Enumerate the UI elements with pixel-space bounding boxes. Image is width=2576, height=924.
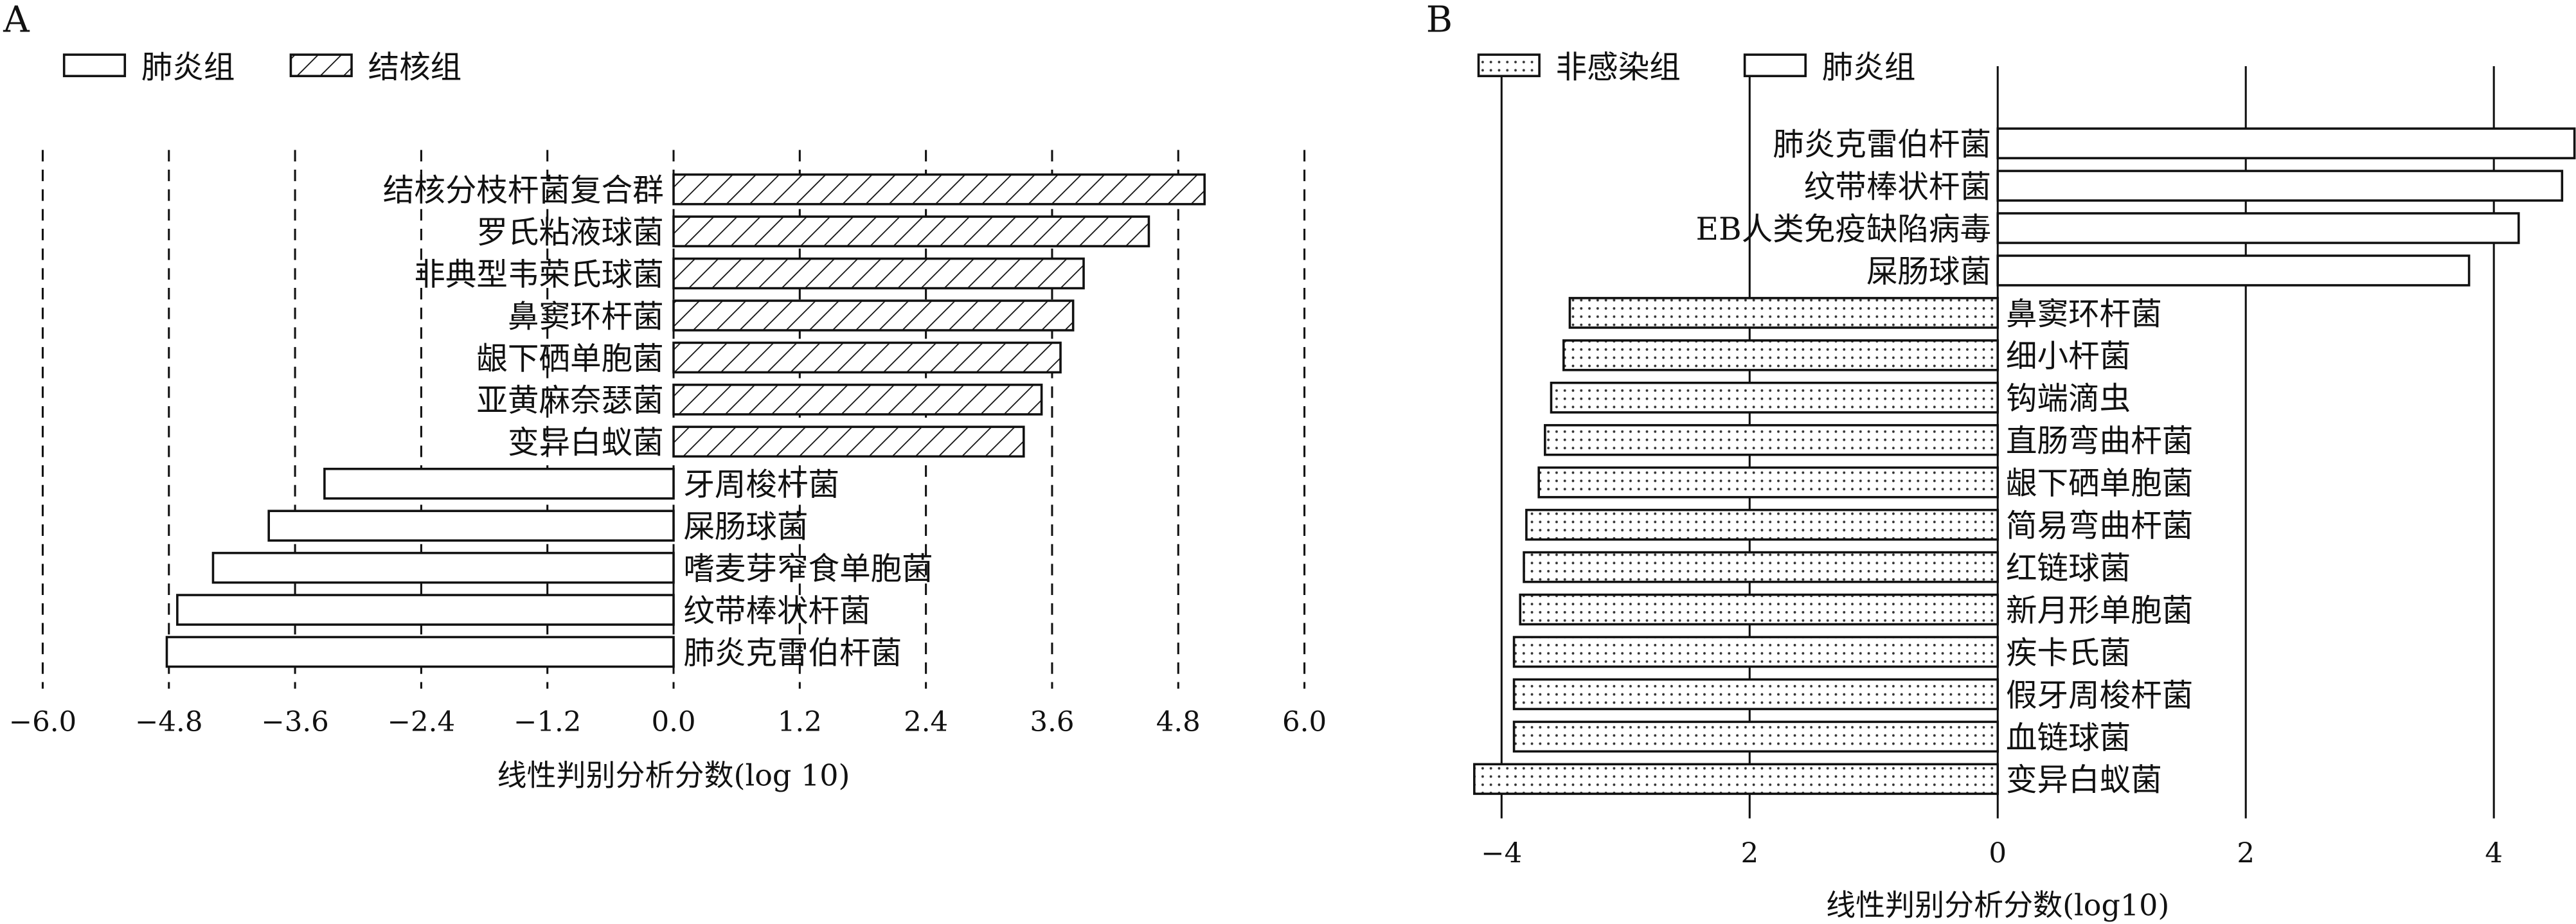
panel-a-legend: 肺炎组 结核组 bbox=[62, 49, 462, 85]
panel-a-category-label: 鼻窦环杆菌 bbox=[508, 299, 664, 335]
panel-b-category-label: 肺炎克雷伯杆菌 bbox=[1773, 127, 1991, 163]
panel-b-category-label: 假牙周梭杆菌 bbox=[2006, 677, 2193, 713]
panel-b-category-label: EB人类免疫缺陷病毒 bbox=[1696, 211, 1992, 247]
panel-b-x-axis-label: 线性判别分析分数(log10) bbox=[1826, 887, 2169, 922]
panel-b-category-label: 龈下硒单胞菌 bbox=[2006, 466, 2193, 502]
panel-a-category-label: 屎肠球菌 bbox=[683, 509, 808, 545]
panel-b-category-label: 简易弯曲杆菌 bbox=[2006, 508, 2193, 544]
legend-swatch-noninfected bbox=[1477, 53, 1541, 78]
panel-b-bar bbox=[1525, 508, 1999, 541]
panel-b-bar bbox=[1512, 720, 1999, 753]
panel-a-bar bbox=[672, 299, 1075, 332]
legend-label-pneumonia-b: 肺炎组 bbox=[1822, 49, 1916, 85]
panel-b-x-tick-label: −4 bbox=[1481, 838, 1522, 870]
panel-a-category-label: 变异白蚁菌 bbox=[508, 425, 664, 461]
panel-b-category-label: 鼻窦环杆菌 bbox=[2006, 296, 2162, 332]
panel-a-x-tick-label: 4.8 bbox=[1156, 706, 1201, 738]
panel-a-x-tick-label: −1.2 bbox=[514, 706, 581, 738]
panel-a-x-tick-label: 3.6 bbox=[1030, 706, 1074, 738]
panel-b-bar bbox=[1996, 170, 2564, 202]
panel-b-bars bbox=[1473, 127, 2576, 795]
panel-a-category-label: 亚黄麻奈瑟菌 bbox=[476, 383, 663, 419]
panel-b-bar bbox=[1519, 593, 1999, 626]
panel-b-x-tick-label: 2 bbox=[2237, 838, 2255, 870]
panel-b-category-label: 血链球菌 bbox=[2006, 720, 2131, 756]
panel-b-category-label: 疾卡氏菌 bbox=[2006, 635, 2131, 671]
panel-b-bar bbox=[1473, 763, 1999, 795]
panel-b-category-label: 直肠弯曲杆菌 bbox=[2006, 423, 2193, 459]
panel-a-x-tick-label: −4.8 bbox=[135, 706, 202, 738]
panel-a-x-tick-label: −2.4 bbox=[388, 706, 455, 738]
panel-b-bar bbox=[1996, 212, 2520, 244]
panel-b-category-label: 细小杆菌 bbox=[2006, 339, 2131, 375]
legend-label-pneumonia: 肺炎组 bbox=[141, 49, 235, 85]
panel-a: A 肺炎组 结核组 结核分枝杆菌复合群罗氏粘液球菌非典型韦荣氏球菌鼻窦环杆菌龈下… bbox=[3, 0, 1327, 793]
panel-a-category-label: 龈下硒单胞菌 bbox=[476, 341, 663, 377]
panel-b-bar bbox=[1996, 254, 2471, 287]
panel-a-bar bbox=[211, 551, 675, 584]
panel-b-bar bbox=[1512, 678, 1999, 711]
panel-b-bar bbox=[1996, 127, 2576, 159]
panel-a-bar bbox=[323, 467, 675, 500]
panel-a-category-labels: 结核分枝杆菌复合群罗氏粘液球菌非典型韦荣氏球菌鼻窦环杆菌龈下硒单胞菌亚黄麻奈瑟菌… bbox=[383, 173, 933, 671]
panel-b-bar bbox=[1544, 423, 1999, 456]
panel-a-label: A bbox=[3, 0, 30, 40]
legend-swatch-pneumonia bbox=[62, 53, 127, 78]
panel-a-x-tick-label: 2.4 bbox=[904, 706, 948, 738]
panel-a-x-tick-label: 0.0 bbox=[651, 706, 695, 738]
panel-a-category-label: 肺炎克雷伯杆菌 bbox=[683, 635, 902, 671]
panel-b-x-tick-label: 0 bbox=[1989, 838, 2007, 870]
panel-a-bar bbox=[672, 215, 1150, 247]
panel-b-x-ticks: −4 2 0 2 4 bbox=[1481, 838, 2503, 870]
panel-a-bar bbox=[672, 173, 1206, 206]
legend-label-noninfected: 非感染组 bbox=[1556, 49, 1681, 85]
panel-b-x-tick-label: 2 bbox=[1740, 838, 1758, 870]
panel-a-x-ticks: −6.0 −4.8 −3.6 −2.4 −1.2 0.0 1.2 2.4 3.6 4.8 6.0 bbox=[9, 706, 1327, 738]
panel-a-category-label: 非典型韦荣氏球菌 bbox=[414, 256, 663, 292]
panel-a-x-tick-label: −3.6 bbox=[261, 706, 328, 738]
panel-b-category-label: 变异白蚁菌 bbox=[2006, 762, 2162, 798]
panel-a-category-label: 罗氏粘液球菌 bbox=[476, 215, 663, 251]
panel-b-bar bbox=[1568, 297, 1999, 329]
panel-b-category-label: 新月形单胞菌 bbox=[2006, 592, 2193, 628]
panel-a-bar bbox=[176, 594, 675, 626]
panel-b-bar bbox=[1550, 382, 1999, 414]
panel-b-category-label: 屎肠球菌 bbox=[1866, 254, 1991, 290]
legend-swatch-tb bbox=[289, 53, 353, 78]
panel-a-x-tick-label: 6.0 bbox=[1282, 706, 1327, 738]
panel-a-category-label: 纹带棒状杆菌 bbox=[683, 593, 870, 629]
legend-swatch-pneumonia-b bbox=[1743, 53, 1807, 78]
panel-b-bar bbox=[1562, 339, 1999, 371]
panel-b-bar bbox=[1512, 635, 1999, 668]
panel-a-bar bbox=[165, 635, 675, 668]
panel-a-bars bbox=[165, 173, 1206, 668]
panel-b-label: B bbox=[1426, 0, 1453, 40]
panel-b-category-label: 红链球菌 bbox=[2006, 550, 2131, 586]
panel-b-category-label: 钩端滴虫 bbox=[2006, 381, 2131, 417]
legend-label-tb: 结核组 bbox=[368, 49, 462, 85]
panel-a-bar bbox=[672, 341, 1062, 374]
panel-a-bar bbox=[672, 257, 1085, 290]
panel-a-category-label: 结核分枝杆菌复合群 bbox=[383, 173, 664, 209]
panel-a-bar bbox=[672, 384, 1043, 416]
panel-b-x-tick-label: 4 bbox=[2485, 838, 2503, 870]
panel-a-category-label: 嗜麦芽窄食单胞菌 bbox=[683, 551, 933, 587]
panel-a-category-label: 牙周梭杆菌 bbox=[683, 467, 839, 503]
panel-a-x-axis-label: 线性判别分析分数(log 10) bbox=[497, 758, 850, 793]
panel-b-bar bbox=[1537, 466, 1999, 499]
panel-a-bar bbox=[672, 425, 1025, 458]
panel-b-bar bbox=[1523, 551, 1999, 583]
panel-a-x-tick-label: 1.2 bbox=[778, 706, 822, 738]
panel-b-category-label: 纹带棒状杆菌 bbox=[1804, 169, 1991, 205]
panel-a-bar bbox=[267, 510, 675, 542]
panel-a-x-tick-label: −6.0 bbox=[9, 706, 76, 738]
panel-b-legend: 非感染组 肺炎组 bbox=[1477, 49, 1916, 85]
